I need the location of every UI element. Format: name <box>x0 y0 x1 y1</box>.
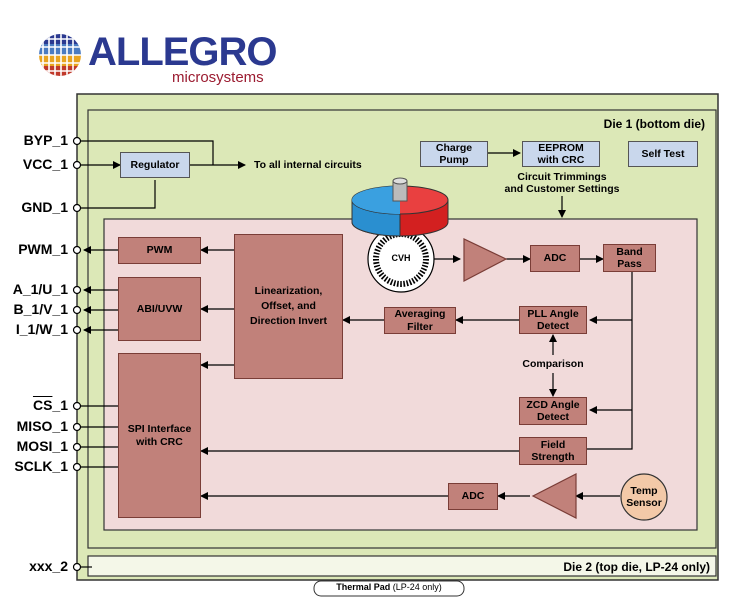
pin-byp: BYP_1 <box>23 132 68 148</box>
temp-sensor-shape <box>620 473 668 521</box>
charge-pump-line1: Charge <box>435 141 473 154</box>
pin-mosi: MOSI_1 <box>16 438 68 454</box>
cvh-label: CVH <box>391 253 411 263</box>
eeprom-line1: EEPROM <box>538 141 584 154</box>
logo-subtitle: microsystems <box>172 69 264 86</box>
trim-label: Circuit Trimmings and Customer Settings <box>492 171 632 195</box>
magnet-icon <box>351 177 449 237</box>
spi-interface-block: SPI Interface with CRC <box>118 353 201 518</box>
pin-circles <box>72 136 82 572</box>
band-pass-line2: Pass <box>617 258 642 270</box>
band-pass-line1: Band <box>616 245 643 258</box>
field-line1: Field <box>540 438 566 451</box>
amplifier-2 <box>531 473 577 519</box>
to-all-internal-label: To all internal circuits <box>254 159 362 171</box>
die2-label: Die 2 (top die, LP-24 only) <box>563 560 710 574</box>
pin-gnd: GND_1 <box>21 199 68 215</box>
temp-line2: Sensor <box>626 497 662 510</box>
self-test-block: Self Test <box>628 141 698 167</box>
trim-line2: and Customer Settings <box>504 182 620 195</box>
zcd-line1: ZCD Angle <box>526 398 580 411</box>
abi-uvw-block: ABI/UVW <box>118 277 201 341</box>
pll-angle-detect-block: PLL Angle Detect <box>519 306 587 334</box>
adc-block-1: ADC <box>530 245 580 272</box>
pin-pwm: PWM_1 <box>18 241 68 257</box>
pin-a: A_1/U_1 <box>12 281 68 297</box>
thermal-pad-bold: Thermal Pad <box>336 582 391 592</box>
die1-label: Die 1 (bottom die) <box>603 117 705 131</box>
pin-vcc: VCC_1 <box>22 156 68 172</box>
lin-line1: Linearization, <box>254 284 323 297</box>
zcd-angle-detect-block: ZCD Angle Detect <box>519 397 587 425</box>
amplifier-1 <box>463 238 508 282</box>
pin-cs-suffix: _1 <box>52 397 68 413</box>
pin-cs-bar: CS <box>32 397 53 413</box>
spi-line2: with CRC <box>136 435 183 448</box>
pin-b: B_1/V_1 <box>13 301 68 317</box>
temp-sensor-label: Temp Sensor <box>621 485 667 509</box>
linearization-block: Linearization, Offset, and Direction Inv… <box>234 234 343 379</box>
band-pass-block: Band Pass <box>603 244 656 272</box>
pin-i: I_1/W_1 <box>15 321 68 337</box>
regulator-block: Regulator <box>120 152 190 178</box>
spi-line1: SPI Interface <box>127 423 192 436</box>
thermal-pad-outline <box>313 580 465 597</box>
pin-miso: MISO_1 <box>16 418 68 434</box>
pin-sclk: SCLK_1 <box>14 458 68 474</box>
comparison-label: Comparison <box>522 358 584 370</box>
pwm-block: PWM <box>118 237 201 264</box>
zcd-line2: Detect <box>536 411 570 423</box>
lin-line3: Direction Invert <box>249 315 328 328</box>
die2-outline <box>87 555 717 577</box>
avg-line2: Filter <box>407 320 433 333</box>
thermal-pad-label: Thermal Pad (LP-24 only) <box>314 582 464 592</box>
pll-line2: Detect <box>536 320 570 332</box>
pin-cs: CS_1 <box>0 397 68 413</box>
field-line2: Strength <box>531 451 575 463</box>
allegro-logo-icon <box>39 34 81 76</box>
eeprom-block: EEPROM with CRC <box>522 141 600 167</box>
logo-wordmark: ALLEGRO <box>88 30 278 74</box>
charge-pump-line2: Pump <box>439 154 469 166</box>
adc-block-2: ADC <box>448 483 498 510</box>
averaging-filter-block: Averaging Filter <box>384 307 456 334</box>
pll-line1: PLL Angle <box>527 307 579 320</box>
eeprom-line2: with CRC <box>537 154 585 166</box>
thermal-pad-rest: (LP-24 only) <box>390 582 442 592</box>
charge-pump-block: Charge Pump <box>420 141 488 167</box>
trim-line1: Circuit Trimmings <box>517 171 607 183</box>
pin-xxx: xxx_2 <box>29 558 68 574</box>
temp-line1: Temp <box>630 485 658 497</box>
field-strength-block: Field Strength <box>519 437 587 465</box>
lin-line2: Offset, and <box>261 299 316 312</box>
avg-line1: Averaging <box>394 308 446 321</box>
